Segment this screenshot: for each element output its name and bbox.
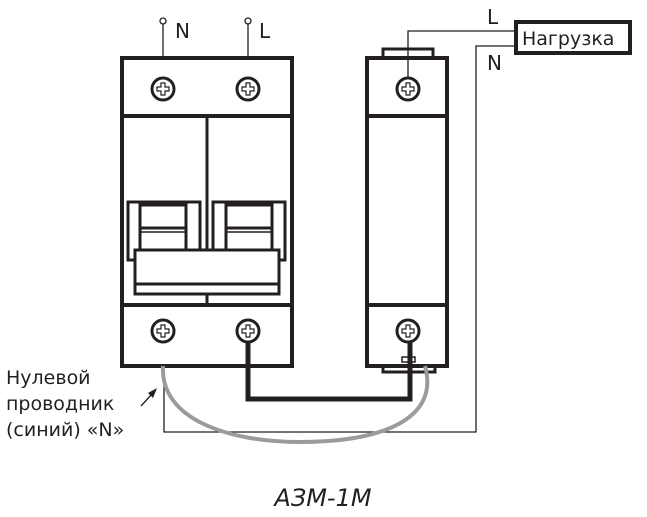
- neutral-label-line3: (синий) «N»: [6, 419, 124, 441]
- pointer-arrow-icon: [140, 388, 157, 407]
- screws: [150, 76, 421, 344]
- input-l-label: L: [259, 19, 271, 43]
- load-box: [514, 20, 632, 55]
- module-azm-1m: [365, 47, 449, 374]
- toggle-bar: [133, 248, 281, 296]
- model-title: АЗМ-1М: [272, 484, 371, 512]
- load-wire-l: [407, 30, 515, 80]
- load-wire-n: [163, 45, 515, 433]
- screw-icon: [395, 76, 421, 102]
- screw-icon: [150, 318, 176, 344]
- load-n-label: N: [487, 51, 502, 75]
- screw-icon: [235, 76, 261, 102]
- screw-icon: [150, 76, 176, 102]
- load-l-label: L: [487, 5, 499, 29]
- input-n-label: N: [175, 19, 190, 43]
- screw-icon: [395, 318, 421, 344]
- jumper-wire-l: [245, 340, 413, 402]
- circuit-breaker-2p: [120, 56, 294, 368]
- screw-icon: [235, 318, 261, 344]
- neutral-label-line1: Нулевой: [6, 367, 91, 389]
- load-label: Нагрузка: [522, 28, 614, 50]
- neutral-wire: [160, 365, 430, 445]
- neutral-label-line2: проводник: [6, 393, 114, 415]
